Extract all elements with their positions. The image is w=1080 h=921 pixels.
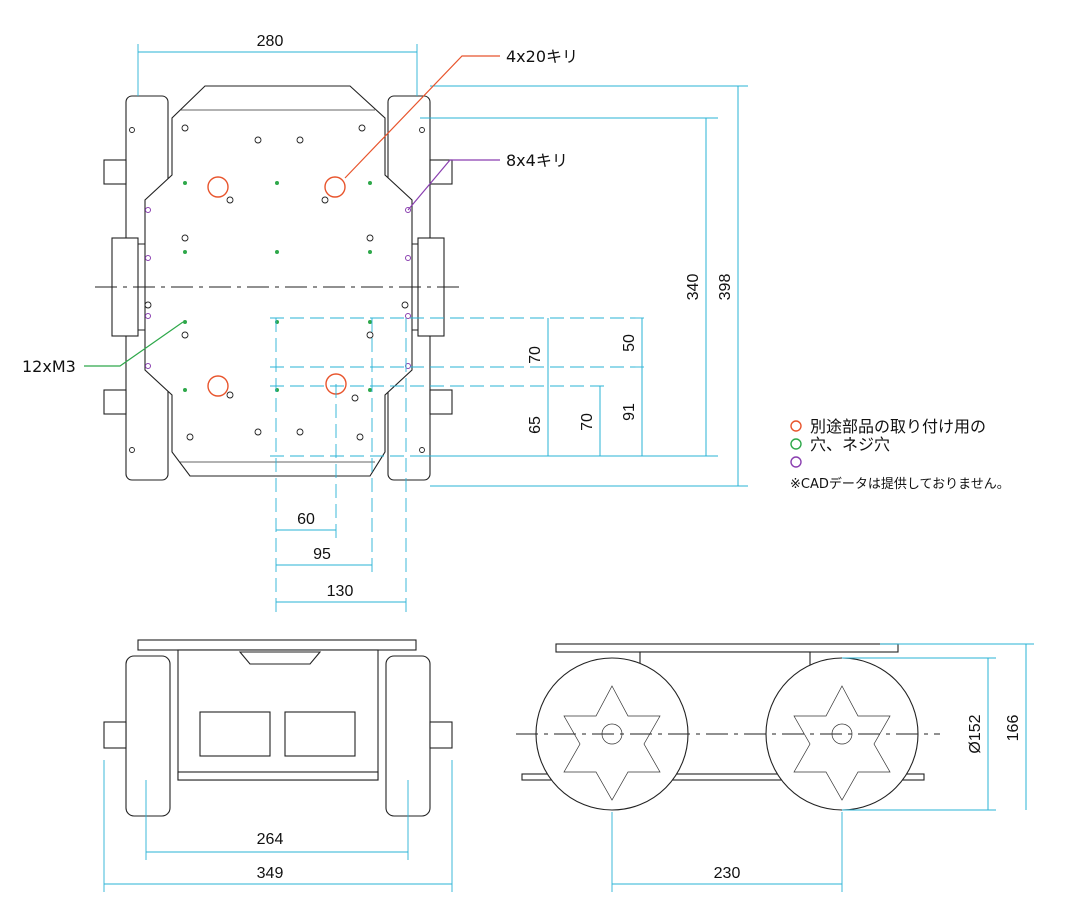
legend-orange-marker	[790, 420, 802, 432]
dim-91: 91	[621, 403, 638, 421]
dim-166: 166	[1005, 715, 1022, 742]
dim-95: 95	[313, 546, 331, 563]
mount-hole-1	[207, 176, 229, 198]
front-bottom-plate	[177, 771, 379, 781]
dim-280: 280	[257, 33, 284, 50]
mount-hole-3	[207, 375, 229, 397]
purple-holes	[145, 207, 411, 369]
side-bottom-plate	[521, 773, 925, 781]
leader-mount-holes	[344, 55, 500, 179]
dim-65: 65	[527, 416, 544, 434]
front-hub-left	[103, 721, 127, 749]
dim-130: 130	[327, 583, 354, 600]
motor-right	[284, 711, 356, 757]
callout-4x20: 4x20キリ	[506, 47, 578, 66]
front-wheel-left	[125, 655, 171, 817]
plate-inner-lines	[180, 109, 375, 463]
dim-60: 60	[297, 511, 315, 528]
callout-8x4: 8x4キリ	[506, 151, 568, 170]
leader-purple-holes	[407, 159, 500, 211]
tapped-holes-green	[183, 181, 372, 392]
motor-left	[199, 711, 271, 757]
dim-349: 349	[257, 865, 284, 882]
dim-340: 340	[685, 274, 702, 301]
dim-264: 264	[257, 831, 284, 848]
front-top-plate	[137, 639, 417, 651]
legend-note: ※CADデータは提供しておりません。	[790, 476, 1010, 492]
hub-rl	[103, 389, 127, 415]
leader-tapped-holes	[84, 321, 184, 367]
plate-small-holes	[129, 124, 425, 453]
front-hub-right	[429, 721, 453, 749]
hub-fl	[103, 159, 127, 185]
wheel-star-left	[563, 685, 661, 801]
legend-line-2: 穴、ネジ穴	[810, 435, 890, 454]
wheel-star-right	[793, 685, 891, 801]
side-view: 230 Ø152 166	[516, 643, 1034, 892]
dim-398: 398	[717, 274, 734, 301]
callout-12xm3: 12xM3	[22, 357, 76, 376]
legend-line-1: 別途部品の取り付け用の	[810, 417, 986, 436]
dim-50: 50	[621, 334, 638, 352]
dim-70-b: 70	[579, 413, 596, 431]
top-view: 280 398 340 70 65 70 50 91 60 95	[22, 33, 748, 612]
legend-green-marker	[790, 438, 802, 450]
dim-152: Ø152	[967, 714, 984, 753]
dim-230: 230	[714, 865, 741, 882]
hub-rr	[429, 389, 453, 415]
top-plate	[144, 85, 413, 477]
legend: 別途部品の取り付け用の 穴、ネジ穴 ※CADデータは提供しておりません。	[790, 417, 1010, 492]
front-bracket	[238, 651, 322, 665]
side-top-plate	[555, 643, 899, 653]
front-view: 264 349	[103, 639, 453, 892]
dim-70-a: 70	[527, 346, 544, 364]
legend-purple-marker	[790, 456, 802, 468]
mount-hole-2	[324, 176, 346, 198]
